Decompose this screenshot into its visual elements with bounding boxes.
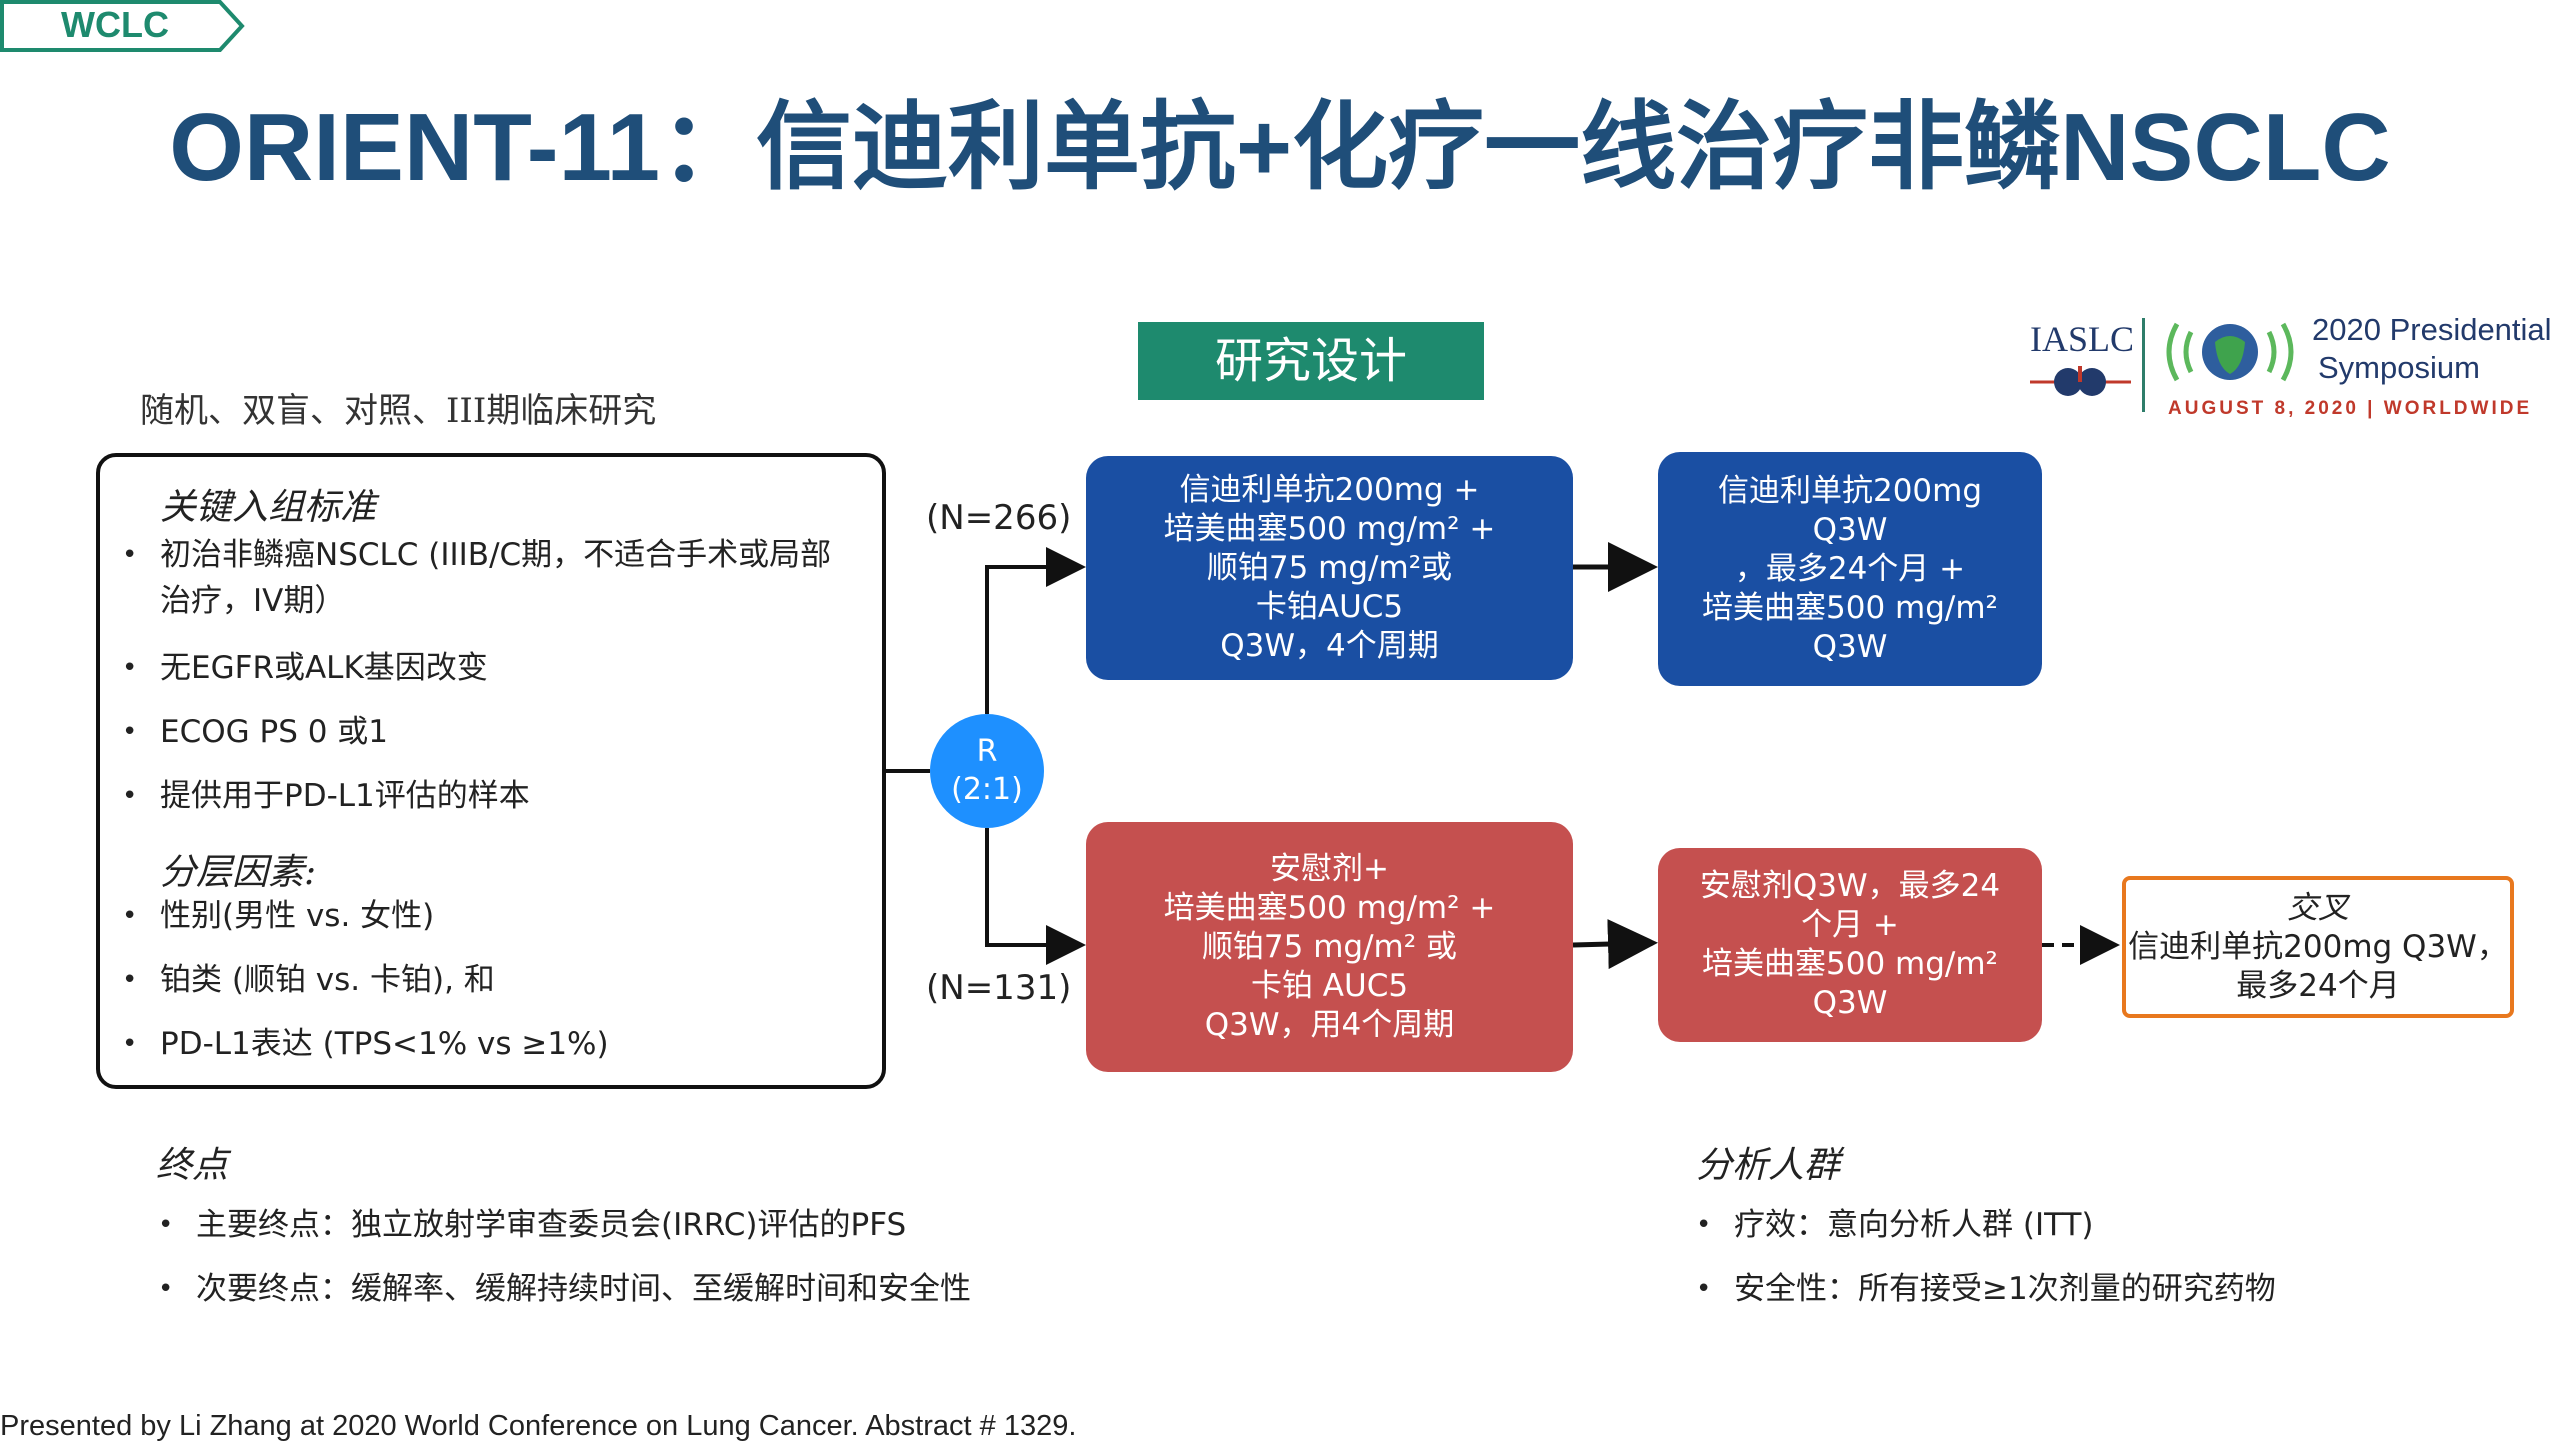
strat-item: PD-L1表达 (TPS<1% vs ≥1%) [122, 1021, 609, 1067]
symposium-subtitle: Symposium [2318, 350, 2480, 385]
population-item: 安全性：所有接受≥1次剂量的研究药物 [1696, 1266, 2276, 1312]
arm-line: Q3W [1812, 628, 1888, 665]
arm-line: 个月 + [1801, 907, 1899, 943]
inclusion-item: 初治非鳞癌NSCLC (IIIB/C期，不适合手术或局部 [122, 532, 831, 578]
page-title: ORIENT-11：信迪利单抗+化疗一线治疗非鳞NSCLC [169, 94, 2391, 201]
inclusion-item: 提供用于PD-L1评估的样本 [122, 773, 530, 819]
n-top-label: (N=266) [926, 498, 1072, 538]
endpoint-item: 主要终点：独立放射学审查委员会(IRRC)评估的PFS [158, 1202, 906, 1248]
endpoint-item: 次要终点：缓解率、缓解持续时间、至缓解时间和安全性 [158, 1266, 971, 1312]
arm-line: 安慰剂+ [1270, 850, 1389, 887]
arm-line: 卡铂 AUC5 [1250, 967, 1409, 1004]
symposium-date: AUGUST 8, 2020 | WORLDWIDE [2168, 398, 2533, 419]
inclusion-item: ECOG PS 0 或1 [122, 709, 388, 755]
arm-line: Q3W，用4个周期 [1204, 1006, 1455, 1043]
arm-line: 卡铂AUC5 [1255, 588, 1404, 625]
randomization-r: R [976, 734, 998, 769]
arm-line: 信迪利单抗200mg + [1179, 471, 1480, 508]
ctrl-induction-box: 安慰剂+ 培美曲塞500 mg/m² + 顺铂75 mg/m² 或 卡铂 AUC… [1086, 822, 1573, 1072]
arm-line: 信迪利单抗200mg Q3W， [2128, 928, 2508, 965]
arm-line: 信迪利单抗200mg [1717, 472, 1983, 509]
crossover-box: 交叉 信迪利单抗200mg Q3W， 最多24个月 [2122, 876, 2514, 1018]
ctrl-maintenance-box: 安慰剂Q3W，最多24 个月 + 培美曲塞500 mg/m² Q3W [1658, 848, 2042, 1042]
logo-separator [2142, 318, 2145, 412]
arm-line: 培美曲塞500 mg/m² [1702, 589, 1998, 626]
arm-line: 培美曲塞500 mg/m² + [1163, 510, 1496, 547]
globe-symposium-icon [2166, 322, 2294, 382]
arm-line: ，最多24个月 + [1734, 550, 1966, 587]
arm-line: Q3W [1812, 985, 1888, 1021]
arm-line: 最多24个月 [2236, 967, 2400, 1004]
criteria-box [96, 453, 886, 1089]
inclusion-item-cont: 治疗，IV期） [160, 583, 346, 619]
arm-line: Q3W [1812, 511, 1888, 548]
arm-line: Q3W，4个周期 [1220, 627, 1439, 664]
endpoints-heading: 终点 [156, 1145, 229, 1186]
iaslc-logo-text: IASLC [2030, 319, 2135, 359]
strat-item: 性别(男性 vs. 女性) [122, 893, 434, 939]
arm-line: 培美曲塞500 mg/m² [1702, 946, 1998, 982]
wclc-tag-shape [0, 0, 245, 52]
randomization-node: R (2:1) [930, 714, 1044, 828]
footer-citation: Presented by Li Zhang at 2020 World Conf… [0, 1410, 1077, 1442]
strat-heading: 分层因素: [160, 852, 317, 893]
arm-line: 培美曲塞500 mg/m² + [1163, 889, 1496, 926]
arm-line: 顺铂75 mg/m² 或 [1201, 928, 1458, 965]
n-bottom-label: (N=131) [926, 968, 1072, 1008]
randomization-ratio: (2:1) [951, 772, 1023, 807]
population-item: 疗效：意向分析人群 (ITT) [1696, 1202, 2093, 1248]
study-design-label: 研究设计 [1138, 322, 1484, 400]
inclusion-heading: 关键入组标准 [160, 487, 377, 528]
exp-maintenance-box: 信迪利单抗200mg Q3W ，最多24个月 + 培美曲塞500 mg/m² Q… [1658, 452, 2042, 686]
wclc-tag: WCLC [61, 4, 169, 45]
inclusion-item: 无EGFR或ALK基因改变 [122, 645, 488, 691]
arm-line: 顺铂75 mg/m²或 [1206, 549, 1453, 586]
study-type: 随机、双盲、对照、III期临床研究 [140, 391, 657, 431]
strat-item: 铂类 (顺铂 vs. 卡铂), 和 [122, 957, 495, 1003]
symposium-title: 2020 Presidential [2312, 312, 2552, 347]
exp-induction-box: 信迪利单抗200mg + 培美曲塞500 mg/m² + 顺铂75 mg/m²或… [1086, 456, 1573, 680]
populations-heading: 分析人群 [1696, 1145, 1841, 1186]
arm-line: 安慰剂Q3W，最多24 [1699, 868, 2001, 904]
lung-logo-icon [2030, 366, 2131, 396]
crossover-heading: 交叉 [2287, 889, 2349, 926]
